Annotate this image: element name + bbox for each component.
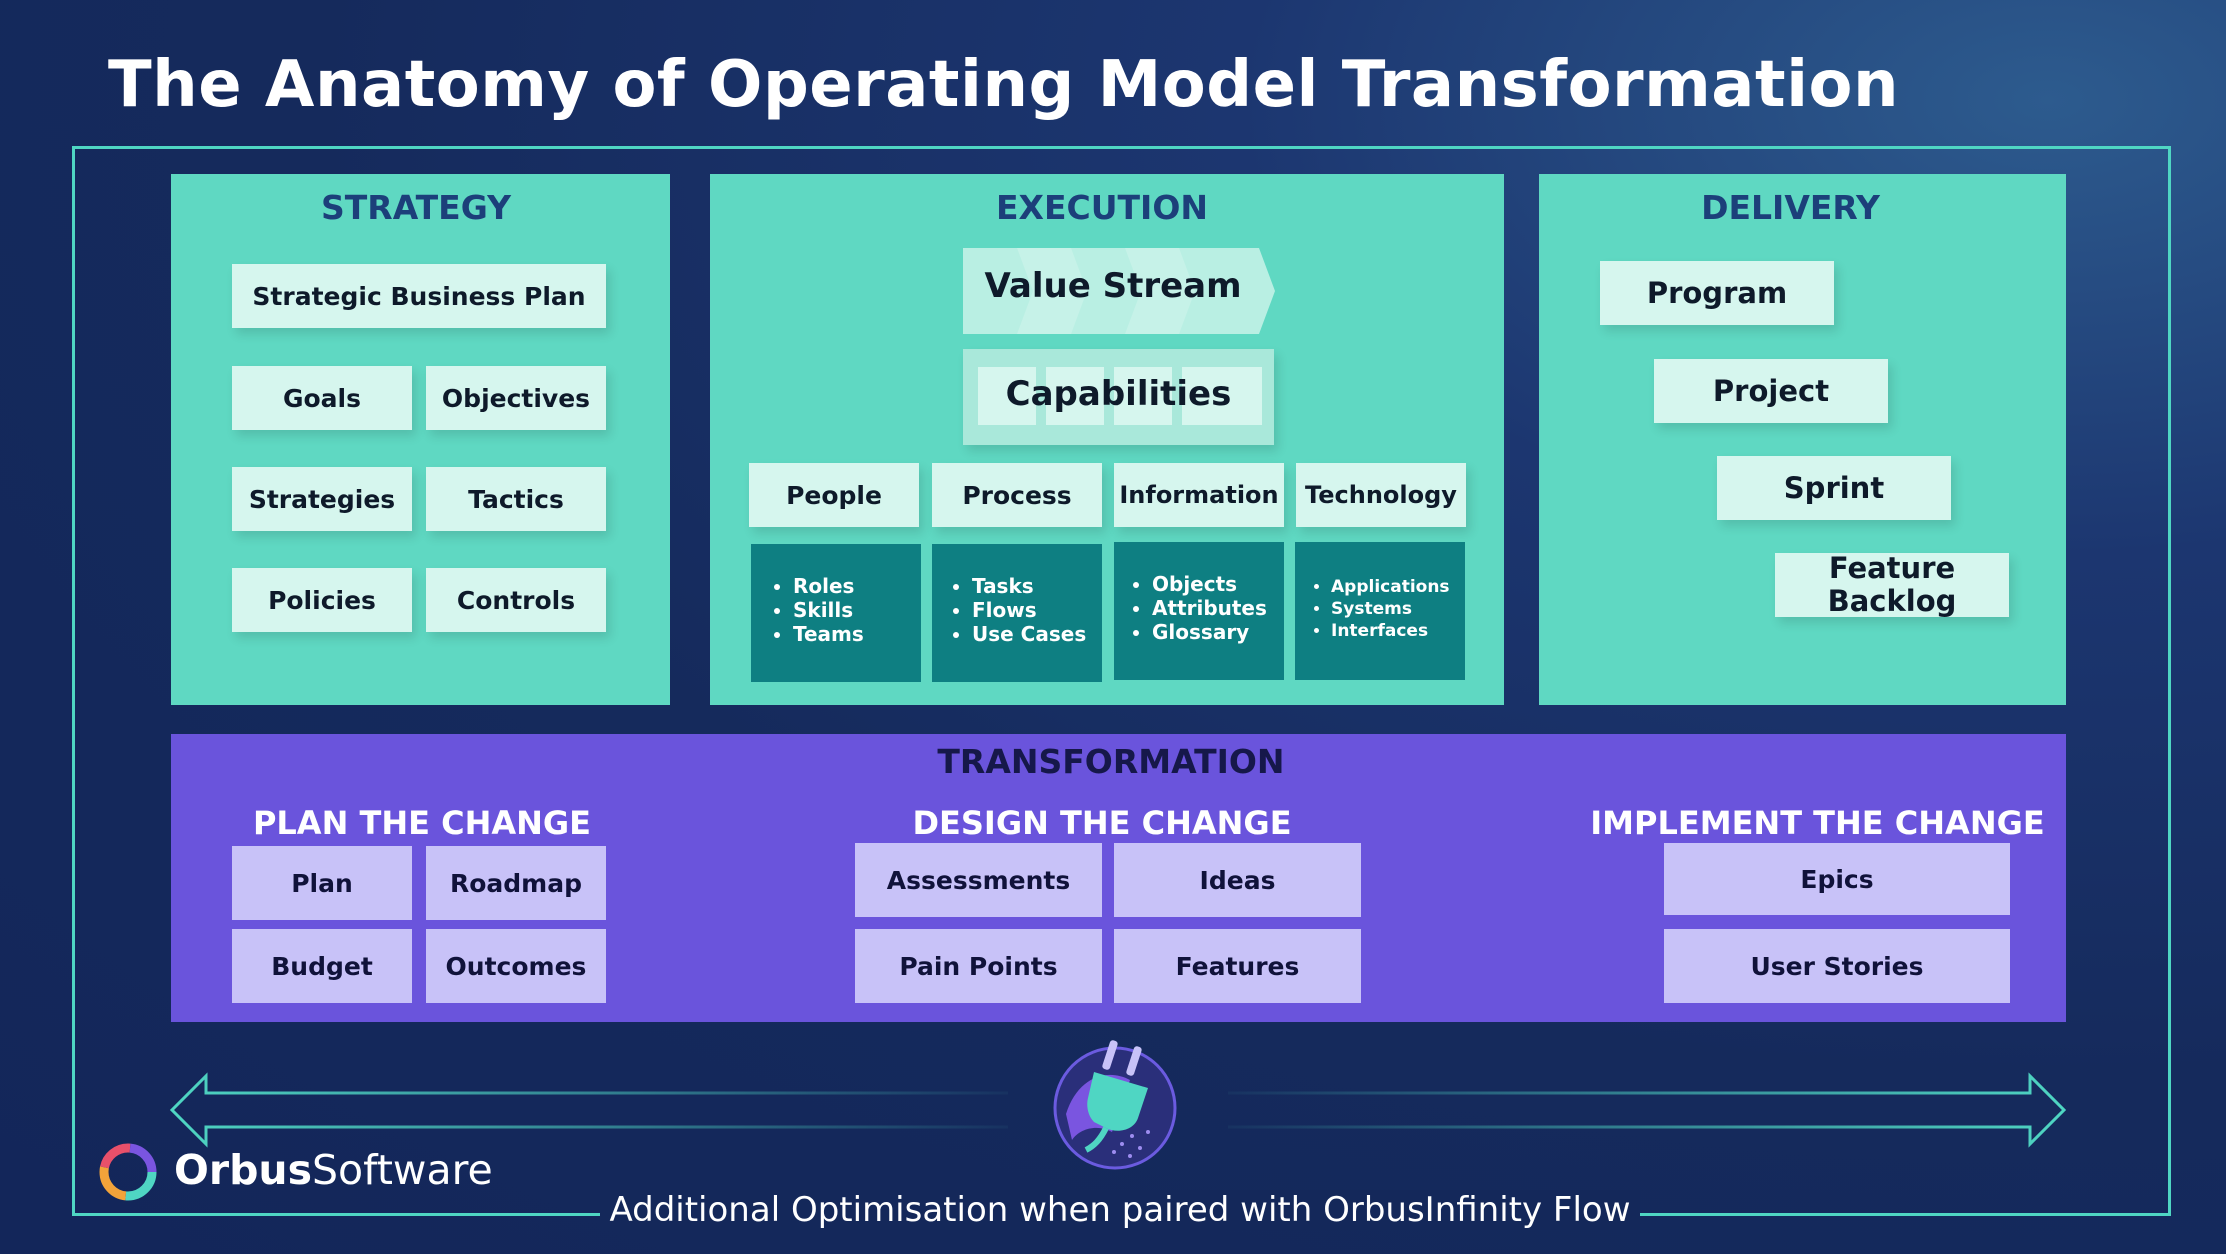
delivery-panel [1539,174,2066,705]
delivery-program: Program [1600,261,1834,325]
people-details: Roles Skills Teams [751,544,921,682]
feature-backlog-line1: Feature [1828,551,1956,585]
detail-item: Glossary [1152,620,1284,644]
strategy-item: Policies [232,568,412,632]
strategy-item: Controls [426,568,606,632]
detail-item: Attributes [1152,596,1284,620]
design-item: Assessments [855,843,1102,917]
transformation-heading: TRANSFORMATION [937,742,1285,781]
delivery-heading: DELIVERY [1701,188,1880,227]
plan-item: Plan [232,846,412,920]
capabilities-block [1046,367,1104,425]
implement-item: User Stories [1664,929,2010,1003]
implement-item: Epics [1664,843,2010,915]
strategy-heading: STRATEGY [321,188,511,227]
strategy-item: Strategies [232,467,412,531]
value-stream-label: Value Stream [984,266,1242,306]
detail-item: Skills [793,598,921,622]
design-item: Ideas [1114,843,1361,917]
detail-item: Tasks [972,574,1102,598]
capabilities-block [1114,367,1172,425]
brand-light: Software [312,1146,493,1194]
orbus-logo-icon [99,1143,157,1201]
value-stream-chevrons [963,248,1275,334]
capabilities-label: Capabilities [1005,374,1232,414]
footer-caption: Additional Optimisation when paired with… [600,1190,1640,1230]
page-title: The Anatomy of Operating Model Transform… [108,48,1900,122]
information-details: Objects Attributes Glossary [1114,542,1284,680]
detail-item: Teams [793,622,921,646]
design-item: Features [1114,929,1361,1003]
plan-item: Outcomes [426,929,606,1003]
technology-details: Applications Systems Interfaces [1295,542,1465,680]
plan-item: Roadmap [426,846,606,920]
capabilities-block [978,367,1036,425]
design-change-heading: DESIGN THE CHANGE [912,804,1292,842]
pillar-information: Information [1114,463,1284,527]
strategy-item: Goals [232,366,412,430]
strategy-item: Strategic Business Plan [232,264,606,328]
pillar-process: Process [932,463,1102,527]
double-arrow-icon [169,1072,2067,1148]
delivery-sprint: Sprint [1717,456,1951,520]
feature-backlog-line2: Backlog [1827,584,1957,618]
plan-change-heading: PLAN THE CHANGE [252,804,592,842]
pillar-technology: Technology [1296,463,1466,527]
detail-item: Objects [1152,572,1284,596]
detail-item: Applications [1331,576,1465,598]
design-item: Pain Points [855,929,1102,1003]
delivery-project: Project [1654,359,1888,423]
detail-item: Systems [1331,598,1465,620]
brand-bold: Orbus [174,1146,313,1194]
strategy-item: Tactics [426,467,606,531]
detail-item: Flows [972,598,1102,622]
plan-item: Budget [232,929,412,1003]
detail-item: Use Cases [972,622,1102,646]
capabilities-block [1182,367,1262,425]
detail-item: Roles [793,574,921,598]
implement-change-heading: IMPLEMENT THE CHANGE [1590,804,2045,842]
process-details: Tasks Flows Use Cases [932,544,1102,682]
delivery-feature-backlog: Feature Backlog [1775,551,2009,618]
pillar-people: People [749,463,919,527]
detail-item: Interfaces [1331,620,1465,642]
orbus-brand: OrbusSoftware [174,1146,493,1194]
execution-heading: EXECUTION [995,188,1208,227]
strategy-item: Objectives [426,366,606,430]
plug-icon [1053,1040,1177,1170]
